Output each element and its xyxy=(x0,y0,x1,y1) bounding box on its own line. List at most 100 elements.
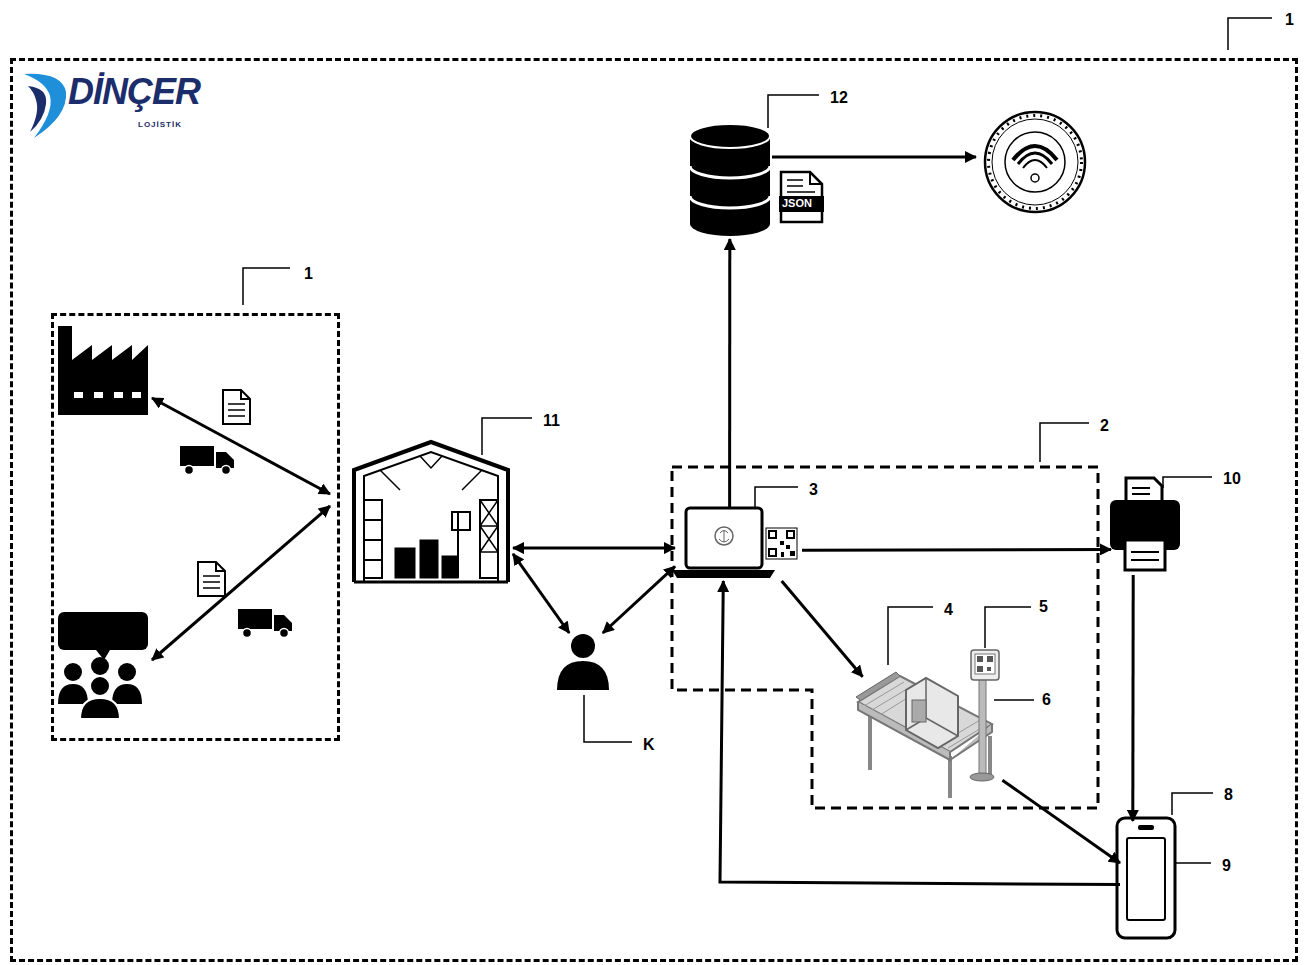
screen-node: 9 xyxy=(1130,841,1168,923)
person-icon xyxy=(557,634,609,690)
conveyor-machine xyxy=(977,656,983,662)
conveyor-machine xyxy=(970,773,994,781)
person-icon xyxy=(571,634,595,658)
callout-number: 4 xyxy=(944,601,953,619)
document-icon xyxy=(198,390,250,596)
warehouse-icon xyxy=(354,581,508,584)
conveyor-machine xyxy=(906,678,958,736)
warehouse-icon xyxy=(380,456,482,490)
conveyor-machine xyxy=(971,650,999,680)
flow-arrow xyxy=(152,157,976,660)
system-box-outline xyxy=(672,467,1098,808)
logo-swoosh xyxy=(28,86,46,132)
flow-arrow xyxy=(782,581,863,677)
ministry-seal xyxy=(985,112,1085,212)
qr-code xyxy=(770,532,775,537)
warehouse-icon xyxy=(364,500,382,578)
conveyor-machine xyxy=(979,668,986,776)
qr-code xyxy=(790,551,795,556)
customers-icon xyxy=(112,684,142,704)
json-file-icon xyxy=(779,196,824,212)
ministry-seal xyxy=(985,112,1085,212)
ministry-seal xyxy=(1031,174,1039,182)
leader-lines xyxy=(243,18,1272,880)
factory-icon xyxy=(58,326,148,415)
factory-icon xyxy=(114,392,123,398)
logo-text: DİNÇER xyxy=(68,74,200,110)
flow-arrow xyxy=(1131,575,1134,821)
system-box: 234 xyxy=(675,470,1101,811)
customers-icon xyxy=(58,612,148,650)
truck-icon xyxy=(243,629,252,638)
document-icon xyxy=(228,404,245,416)
factory-icon xyxy=(58,326,148,415)
warehouse-icon xyxy=(442,556,458,578)
flow-arrow xyxy=(772,156,976,159)
customers-icon xyxy=(58,612,148,719)
leader-lines xyxy=(1172,793,1213,815)
laptop-icon xyxy=(672,570,775,578)
flow-arrow xyxy=(728,239,731,508)
ministry-seal xyxy=(1023,160,1047,168)
group-box: 1 xyxy=(51,313,340,741)
callout-number: K xyxy=(643,736,655,754)
file-type-text: JSON xyxy=(782,198,812,209)
phone-icon xyxy=(1138,825,1154,830)
conveyor-machine xyxy=(906,678,958,748)
conveyor-node: 4 xyxy=(855,651,1007,803)
truck-icon xyxy=(238,609,272,629)
flow-arrow xyxy=(513,554,569,633)
laptop-icon xyxy=(715,527,733,545)
flow-arrow xyxy=(802,548,1111,552)
customers-icon xyxy=(91,657,109,675)
customers-icon xyxy=(90,676,110,696)
flow-arrow xyxy=(513,547,675,550)
leader-lines xyxy=(994,699,1034,701)
truck-icon xyxy=(280,629,289,638)
leader-lines xyxy=(584,695,632,742)
leader-lines xyxy=(1228,18,1272,50)
warehouse-icon xyxy=(452,512,470,578)
callout-number: 8 xyxy=(1224,786,1233,804)
leader-lines xyxy=(1040,423,1089,462)
callout-number: 3 xyxy=(809,481,818,499)
truck-icon xyxy=(222,466,231,475)
ministry-seal xyxy=(989,116,1082,209)
warehouse-icon xyxy=(480,500,498,578)
document-icon xyxy=(203,576,220,588)
printer-node: 10 xyxy=(1111,480,1185,575)
qr-code xyxy=(786,530,795,539)
document-icon xyxy=(216,562,225,571)
flow-arrow xyxy=(1002,780,1120,863)
logo-swoosh xyxy=(24,74,66,138)
conveyor-machine xyxy=(977,666,983,672)
logo-subtext: LOJİSTİK xyxy=(138,121,182,129)
ministry-seal xyxy=(992,119,1078,205)
person-node: K xyxy=(558,633,614,693)
leader-lines xyxy=(985,607,1031,648)
warehouse-icon xyxy=(364,520,382,560)
warehouse-icon xyxy=(395,548,415,578)
flow-arrow xyxy=(152,506,330,660)
customers-icon xyxy=(64,663,82,681)
truck-icon xyxy=(180,446,214,466)
qr-code xyxy=(766,528,797,559)
warehouse-icon xyxy=(364,452,498,582)
warehouse-icon xyxy=(354,442,508,582)
leader-lines xyxy=(768,95,819,128)
printer-icon xyxy=(1126,478,1162,502)
phone-icon xyxy=(1117,818,1175,938)
callout-number: 1 xyxy=(304,265,313,283)
document-icon xyxy=(198,562,225,596)
callout-number: 2 xyxy=(1100,417,1109,435)
factory-icon xyxy=(74,392,83,398)
leader-lines xyxy=(243,268,290,305)
document-icon xyxy=(223,390,250,424)
phone-icon xyxy=(1117,818,1175,938)
qr-code xyxy=(770,550,775,555)
database-icon xyxy=(690,124,770,236)
leader-lines xyxy=(482,418,532,455)
printer-icon xyxy=(1132,488,1150,494)
